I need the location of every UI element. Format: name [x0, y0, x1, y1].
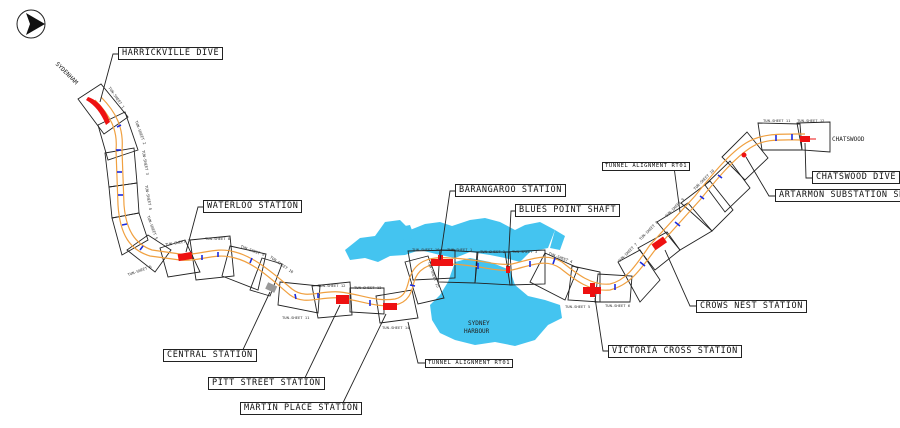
marrickville-dive-mark: [86, 97, 110, 125]
sheet-label: TUN-SHEET 2: [480, 249, 506, 254]
martin-place-station-mark: [383, 303, 397, 310]
label-tunnel-alignment-top: TUNNEL ALIGNMENT RT01: [602, 162, 691, 171]
text-sydney: SYDNEY: [468, 320, 490, 327]
sheet-label: TUN-SHEET 6: [605, 303, 631, 308]
label-pitt-street-station: PITT STREET STATION: [208, 377, 325, 390]
text-harbour: HARBOUR: [464, 328, 490, 335]
central-station-mark: [265, 282, 278, 293]
label-victoria-cross-station: VICTORIA CROSS STATION: [608, 345, 742, 358]
artarmon-shaft-mark: [741, 152, 747, 158]
label-barangaroo-station: BARANGAROO STATION: [455, 184, 566, 197]
sheet-label: TUN-SHEET 5: [565, 304, 591, 309]
crows-nest-station-mark: [651, 236, 668, 251]
sheet-label: TUN-SHEET 11: [763, 118, 791, 123]
label-crows-nest-station: CROWS NEST STATION: [696, 300, 807, 313]
sheet-label: TUN-SHEET 12: [797, 118, 825, 123]
ring-markers: [116, 124, 793, 306]
sheet-label: TUN-SHEET 8: [205, 236, 231, 241]
text-chatswood: CHATSWOOD: [832, 136, 865, 143]
sheet-label: TUN-SHEET 13: [354, 285, 382, 290]
sheet-label: TUN-SHEET 11: [282, 315, 310, 320]
blues-point-shaft-mark: [506, 266, 510, 273]
sheet-label: TUN-SHEET 16: [412, 247, 440, 252]
sheet-label: TUN-SHEET 3: [512, 249, 538, 254]
pitt-street-station-mark: [336, 295, 349, 304]
label-central-station: CENTRAL STATION: [163, 349, 257, 362]
label-chatswood-dive: CHATSWOOD DIVE: [812, 171, 900, 184]
sheet-label: TUN-SHEET 14: [382, 325, 410, 330]
sheet-label: TUN-SHEET 1: [447, 247, 473, 252]
label-blues-point-shaft: BLUES POINT SHAFT: [515, 204, 621, 217]
chatswood-dive-mark: [800, 136, 810, 142]
sheet-frames: [77, 83, 831, 324]
sydney-harbour-water: [345, 218, 565, 346]
label-waterloo-station: WATERLOO STATION: [203, 200, 303, 213]
north-arrow-icon: [16, 9, 46, 39]
sheet-label: TUN-SHEET 12: [318, 283, 346, 288]
waterloo-station-mark: [177, 251, 193, 262]
tunnel-alignment: [94, 96, 806, 307]
label-marrickville-dive: HARRICKVILLE DIVE: [118, 47, 224, 60]
barangaroo-station-mark: [431, 259, 453, 266]
station-marks: [86, 97, 816, 310]
label-martin-place-station: MARTIN PLACE STATION: [240, 402, 363, 415]
label-tunnel-alignment-bottom: TUNNEL ALIGNMENT RT01: [425, 359, 514, 368]
label-artarmon-substation-shaft: ARTARMON SUBSTATION SHAFT: [775, 189, 900, 202]
